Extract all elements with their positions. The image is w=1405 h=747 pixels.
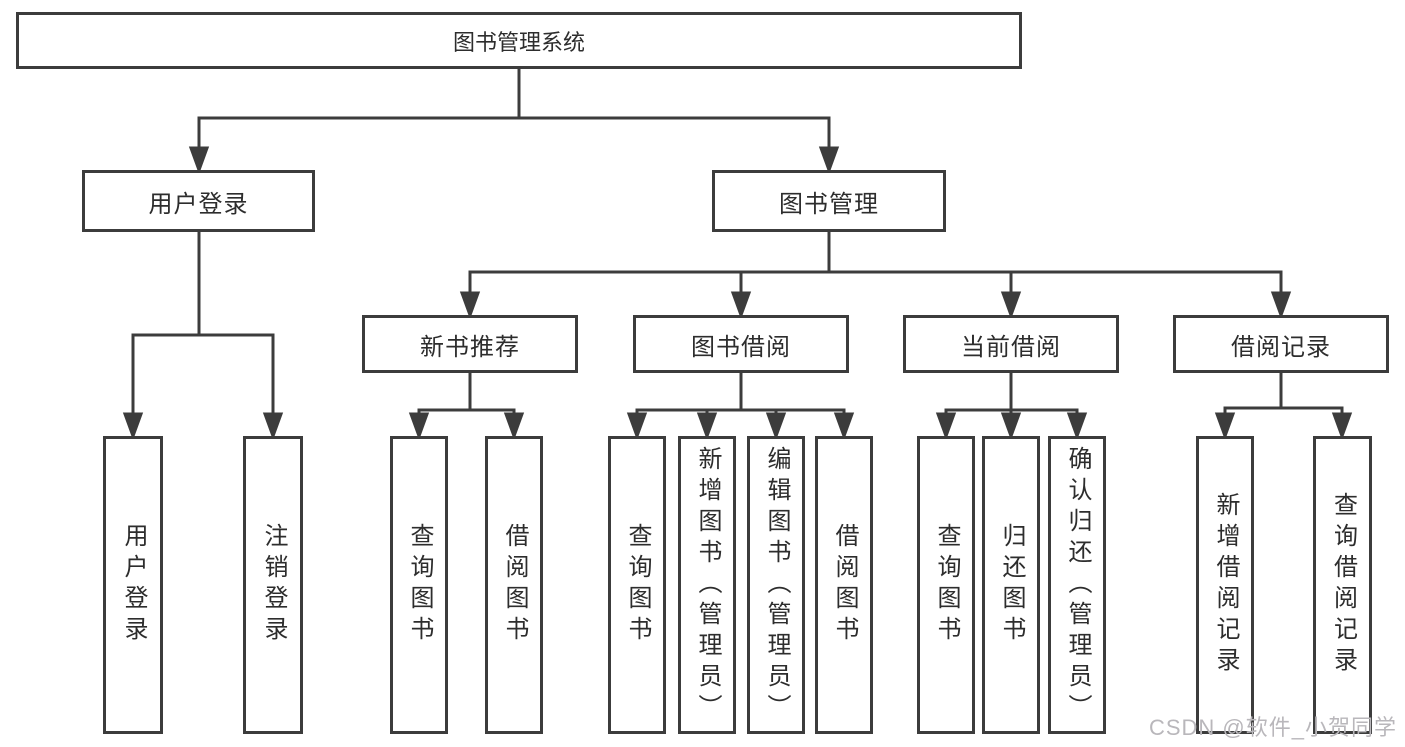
leaf-current-return-label: 归还图书	[998, 523, 1025, 647]
arrowhead	[935, 412, 957, 441]
leaf-records-query: 查询借阅记录	[1313, 436, 1372, 734]
leaf-current-return: 归还图书	[982, 436, 1040, 734]
node-book-management: 图书管理	[712, 170, 946, 232]
arrowhead	[626, 412, 648, 441]
node-new-book-recommend: 新书推荐	[362, 315, 578, 373]
node-new-book-recommend-label: 新书推荐	[420, 333, 520, 361]
node-root-label: 图书管理系统	[452, 29, 585, 55]
leaf-current-confirm-return-label: 确认归还（管理员）	[1064, 445, 1091, 725]
arrowhead	[818, 146, 840, 175]
leaf-borrow-add: 新增图书（管理员）	[678, 436, 736, 734]
leaf-records-add-label: 新增借阅记录	[1212, 492, 1239, 678]
leaf-borrow-add-label: 新增图书（管理员）	[694, 445, 721, 725]
leaf-borrow-borrow-label: 借阅图书	[831, 523, 858, 647]
node-user-login: 用户登录	[82, 170, 315, 232]
node-borrow-records-label: 借阅记录	[1231, 333, 1331, 361]
leaf-current-query-label: 查询图书	[933, 523, 960, 647]
leaf-records-query-label: 查询借阅记录	[1329, 492, 1357, 678]
arrowhead	[1214, 412, 1236, 441]
arrowhead	[1000, 291, 1022, 320]
leaf-borrow-query: 查询图书	[608, 436, 666, 734]
node-root: 图书管理系统	[16, 12, 1022, 69]
leaf-records-add: 新增借阅记录	[1196, 436, 1254, 734]
leaf-newbook-query: 查询图书	[390, 436, 448, 734]
node-current-borrow-label: 当前借阅	[961, 333, 1061, 361]
arrowhead	[1331, 412, 1353, 441]
node-book-management-label: 图书管理	[779, 190, 879, 218]
node-borrow-records: 借阅记录	[1173, 315, 1389, 373]
leaf-current-confirm-return: 确认归还（管理员）	[1048, 436, 1106, 734]
leaf-borrow-edit: 编辑图书（管理员）	[747, 436, 805, 734]
arrowhead	[696, 412, 718, 441]
watermark: CSDN @软件_小贺同学	[1148, 715, 1397, 740]
arrowhead	[262, 412, 284, 441]
arrowhead	[1270, 291, 1292, 320]
leaf-current-query: 查询图书	[917, 436, 975, 734]
leaf-logout: 注销登录	[243, 436, 303, 734]
leaf-borrow-borrow: 借阅图书	[815, 436, 873, 734]
node-user-login-label: 用户登录	[148, 190, 249, 218]
arrowhead	[1066, 412, 1088, 441]
leaf-newbook-query-label: 查询图书	[406, 523, 433, 647]
arrowhead	[122, 412, 144, 441]
arrowhead	[408, 412, 430, 441]
leaf-newbook-borrow: 借阅图书	[485, 436, 543, 734]
leaf-user-login: 用户登录	[103, 436, 163, 734]
leaf-logout-label: 注销登录	[260, 523, 287, 647]
arrowhead	[503, 412, 525, 441]
arrowhead	[765, 412, 787, 441]
node-current-borrow: 当前借阅	[903, 315, 1119, 373]
leaf-borrow-query-label: 查询图书	[624, 523, 651, 647]
arrowhead	[833, 412, 855, 441]
node-book-borrow: 图书借阅	[633, 315, 849, 373]
leaf-user-login-label: 用户登录	[120, 523, 147, 647]
leaf-newbook-borrow-label: 借阅图书	[501, 523, 528, 647]
node-book-borrow-label: 图书借阅	[691, 333, 791, 361]
arrowhead	[1000, 412, 1022, 441]
arrowhead	[188, 146, 210, 175]
arrowhead	[730, 291, 752, 320]
arrowhead	[459, 291, 481, 320]
leaf-borrow-edit-label: 编辑图书（管理员）	[763, 445, 790, 725]
